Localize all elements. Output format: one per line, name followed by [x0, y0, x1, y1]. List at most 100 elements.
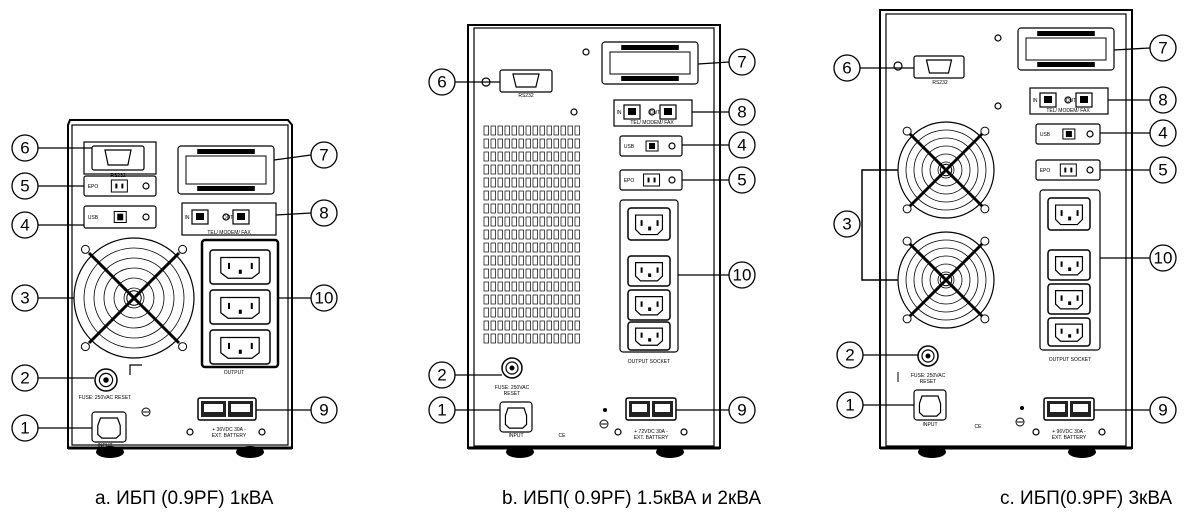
vent-slot [574, 307, 580, 318]
outlet-pin [640, 267, 643, 273]
vent-slot [567, 281, 573, 292]
vent-slot [490, 281, 496, 292]
vent-slot [490, 164, 496, 175]
callout-circle [1149, 119, 1177, 147]
vent-slot [483, 125, 489, 136]
vent-slot [525, 203, 531, 214]
screw [668, 176, 676, 184]
epo-port [643, 173, 661, 187]
input-socket-face [504, 407, 528, 429]
callout-number-8: 8 [737, 103, 746, 122]
iec-outlet-face [634, 214, 664, 236]
callout-circle [11, 284, 39, 312]
vent-slot [574, 242, 580, 253]
callout-number-1: 1 [437, 401, 446, 420]
fan-ring [921, 145, 971, 195]
vent-slot [567, 216, 573, 227]
vent-slot [560, 242, 566, 253]
rj11-port [1075, 92, 1093, 108]
outlet-pin [656, 220, 659, 226]
epo-port [110, 179, 128, 193]
vent-slot [497, 216, 503, 227]
vent-slot [560, 333, 566, 344]
vent-slot [525, 177, 531, 188]
screw [142, 182, 150, 190]
callout-leader [1113, 47, 1151, 51]
fan-ring [113, 277, 155, 319]
screw [1086, 166, 1094, 174]
vent-slot [483, 268, 489, 279]
screw [1086, 130, 1094, 138]
outlet-pin [1060, 210, 1063, 216]
vent-slot [567, 307, 573, 318]
vent-slot [497, 294, 503, 305]
outlet-pin [238, 269, 242, 274]
iec-outlet-face [1054, 256, 1084, 276]
vent-slot [525, 138, 531, 149]
callout-circle [11, 134, 39, 162]
vent-slot [518, 203, 524, 214]
foot [506, 446, 534, 458]
vent-slot [518, 190, 524, 201]
battery-label-a1: + 36VDC 30A - [212, 427, 246, 433]
vent-slot [539, 177, 545, 188]
screw [614, 428, 622, 436]
callout-circle [836, 341, 864, 369]
vent-slot [483, 307, 489, 318]
vent-slot [567, 177, 573, 188]
callout-number-3: 3 [20, 289, 29, 308]
vent-slot [553, 125, 559, 136]
callout-circle [11, 414, 39, 442]
callout-number-1: 1 [845, 396, 854, 415]
vent-slot [490, 151, 496, 162]
vent-slot [504, 307, 510, 318]
vent-slot [504, 125, 510, 136]
vent-slot [574, 229, 580, 240]
vent-slot [539, 333, 545, 344]
callout-number-10: 10 [1154, 249, 1173, 268]
vent-slot [483, 203, 489, 214]
callout-circle [310, 396, 338, 424]
vent-slot [525, 307, 531, 318]
vent-slot [539, 138, 545, 149]
vent-slot [497, 203, 503, 214]
fan-screw [980, 204, 990, 214]
outlet-pin [656, 267, 659, 273]
outlet-pin [250, 342, 253, 350]
callout-circle [11, 211, 39, 239]
outlet-pin [1060, 328, 1063, 334]
vent-slot [497, 190, 503, 201]
vent-slot [518, 320, 524, 331]
output-group-c [1039, 189, 1101, 351]
snmp-slot-inner [185, 155, 267, 185]
callout-number-5: 5 [20, 177, 29, 196]
input-socket [91, 411, 127, 443]
rj11-port [659, 104, 677, 120]
vent-slot [567, 268, 573, 279]
screw [582, 48, 590, 56]
vent-slot [490, 242, 496, 253]
vent-slot [532, 294, 538, 305]
vent-slot [518, 307, 524, 318]
rj11-jack [664, 108, 672, 115]
vent-slot [567, 190, 573, 201]
outlet-pin [228, 262, 230, 270]
vent-slot [546, 125, 552, 136]
vent-slot [560, 125, 566, 136]
rj11-label: IN [185, 215, 190, 221]
snmp-slot-inner [1025, 37, 1107, 61]
vent-slot [511, 268, 517, 279]
vent-slot [504, 333, 510, 344]
battery-label-b2: EXT. BATTERY [634, 435, 669, 441]
battery-terminal-face [231, 404, 250, 412]
vent-slot [567, 333, 573, 344]
vent-slot [546, 177, 552, 188]
vent-slot [483, 281, 489, 292]
vent-slot [490, 307, 496, 318]
snmp-slot-tab [621, 76, 679, 81]
battery-terminal-face [632, 404, 647, 412]
callout-circle [836, 391, 864, 419]
epo-pin [653, 177, 656, 183]
vent-slot [497, 320, 503, 331]
vent-slot [574, 125, 580, 136]
